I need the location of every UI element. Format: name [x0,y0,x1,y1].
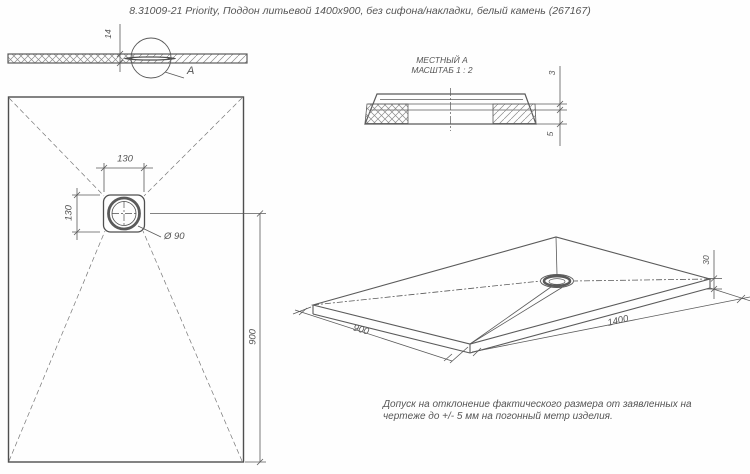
tolerance-note-line2: чертеже до +/- 5 мм на погонный метр изд… [383,410,613,422]
iso-dim-1400 [471,287,750,357]
iso-dim-900 [292,306,469,364]
drain-diameter-label: Ø 90 [164,231,185,242]
plan-dim-130v-label: 130 [63,205,75,221]
tolerance-note-line1: Допуск на отклонение фактического размер… [383,399,692,410]
plan-drain [102,194,146,233]
plan-dim-130-horizontal [96,163,153,192]
plan-dim-130h-label: 130 [117,153,133,165]
detail-view [364,66,567,146]
detail-dimensions [536,66,567,146]
detail-leader-line [164,71,185,79]
section-thickness-label: 14 [103,29,113,39]
plan-dim-900-label: 900 [247,329,259,345]
iso-dim-30-label: 30 [701,255,711,265]
isometric-view [292,236,750,364]
detail-dim-5-label: 5 [545,131,555,137]
plan-view [7,96,266,466]
detail-view-title: МЕСТНЫЙ А МАСШТАБ 1 : 2 [392,55,492,75]
iso-dim-30 [706,250,722,299]
plan-dim-900 [150,210,266,466]
section-view [7,24,248,79]
drain-diameter-leader [137,225,162,238]
detail-marker-label: А [187,65,195,77]
detail-view-name: МЕСТНЫЙ А [416,55,468,65]
detail-view-scale: МАСШТАБ 1 : 2 [411,64,473,75]
detail-dim-3-label: 3 [547,70,557,76]
detail-circle-A [130,37,172,79]
drawing-title: 8.31009-21 Priority, Поддон литьевой 140… [129,5,591,17]
plan-slope-lines [8,97,243,462]
section-thickness-dimension [113,24,128,72]
tolerance-note: Допуск на отклонение фактического размер… [383,399,692,422]
plan-dim-130-vertical [72,188,100,240]
iso-drain [540,274,574,288]
